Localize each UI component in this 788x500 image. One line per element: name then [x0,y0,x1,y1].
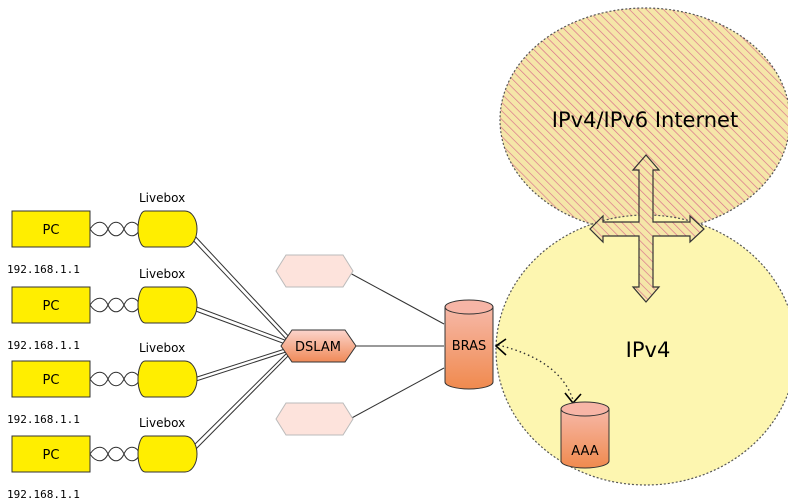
ip-address-label: 192.168.1.1 [7,339,80,352]
client-row: PC 192.168.1.1 Livebox [7,341,198,426]
aaa-node: AAA [560,401,610,469]
ip-address-label: 192.168.1.1 [7,263,80,276]
cable-icon [89,446,141,462]
livebox-label: Livebox [139,416,185,430]
client-row: PC 192.168.1.1 Livebox [7,267,198,352]
dslam-node: DSLAM [280,329,357,363]
pc-node: PC [11,360,91,398]
bras-label: BRAS [452,339,487,354]
livebox-label: Livebox [139,267,185,281]
dslam-label: DSLAM [295,340,341,355]
pc-node: PC [11,435,91,473]
internet-cloud-label: IPv4/IPv6 Internet [552,108,738,132]
client-rows: PC192.168.1.1LiveboxPC192.168.1.1Livebox… [7,191,198,500]
client-row: PC 192.168.1.1 Livebox [7,191,198,276]
pc-label: PC [43,223,60,238]
bidirectional-arrow-icon [589,154,705,303]
pc-label: PC [43,299,60,314]
livebox-node [137,210,198,248]
pc-label: PC [43,373,60,388]
livebox-node [137,435,198,473]
livebox-node [137,286,198,324]
links [187,234,445,454]
ip-address-label: 192.168.1.1 [7,413,80,426]
ghost-node-top [275,254,354,288]
livebox-label: Livebox [139,341,185,355]
livebox-label: Livebox [139,191,185,205]
ip-address-label: 192.168.1.1 [7,488,80,500]
pc-node: PC [11,286,91,324]
client-row: PC 192.168.1.1 Livebox [7,416,198,500]
cable-icon [89,297,141,313]
ipv4-cloud-label: IPv4 [626,338,671,362]
pc-label: PC [43,448,60,463]
aaa-label: AAA [571,444,599,459]
pc-node: PC [11,210,91,248]
cable-icon [89,221,141,237]
livebox-node [137,360,198,398]
cable-icon [89,371,141,387]
ghost-node-bottom [275,402,354,436]
bras-node: BRAS [444,299,494,390]
internet-cloud: IPv4/IPv6 Internet [499,7,788,233]
